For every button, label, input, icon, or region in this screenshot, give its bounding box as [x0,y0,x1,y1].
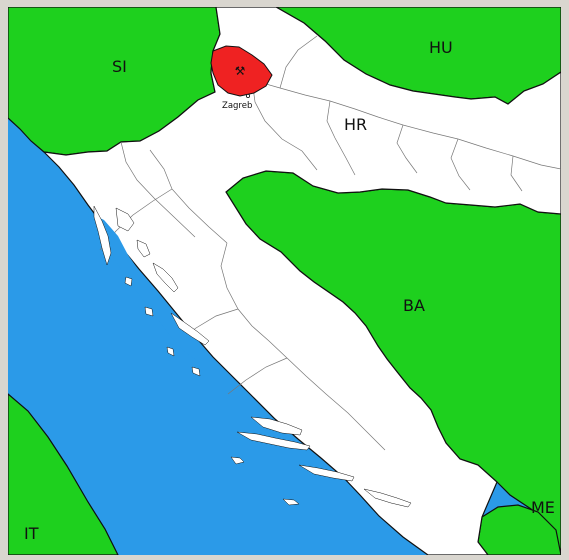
map-frame: SI HU HR BA IT ME Zagreb ⚒ [8,7,561,555]
label-slovenia: SI [112,57,127,76]
label-zagreb: Zagreb [222,101,252,111]
island-brac [250,416,303,436]
kvarner-bay [88,212,205,362]
island-lastovo [282,498,300,506]
island-small-4 [191,366,201,377]
label-montenegro: ME [531,498,555,517]
label-bosnia: BA [403,296,425,315]
island-mljet [363,488,412,508]
island-small-3 [166,346,175,357]
island-vis [230,456,245,465]
island-small-2 [144,306,154,317]
island-korcula [298,464,355,482]
hammer-pick-icon: ⚒ [235,64,246,78]
label-hungary: HU [429,38,453,57]
island-krk [115,207,135,232]
island-pag [152,262,179,293]
highlighted-county [210,45,273,97]
island-rab [136,239,151,258]
label-italy: IT [24,524,39,543]
island-small-1 [124,276,133,287]
zagreb-city-dot [245,94,250,99]
label-croatia: HR [344,115,367,134]
island-cres [93,205,112,266]
island-hvar [236,431,311,451]
island-dugi-otok [170,312,210,346]
italy-region [8,393,119,555]
croatia-map: SI HU HR BA IT ME Zagreb ⚒ [8,7,561,555]
county-borders [99,35,561,451]
